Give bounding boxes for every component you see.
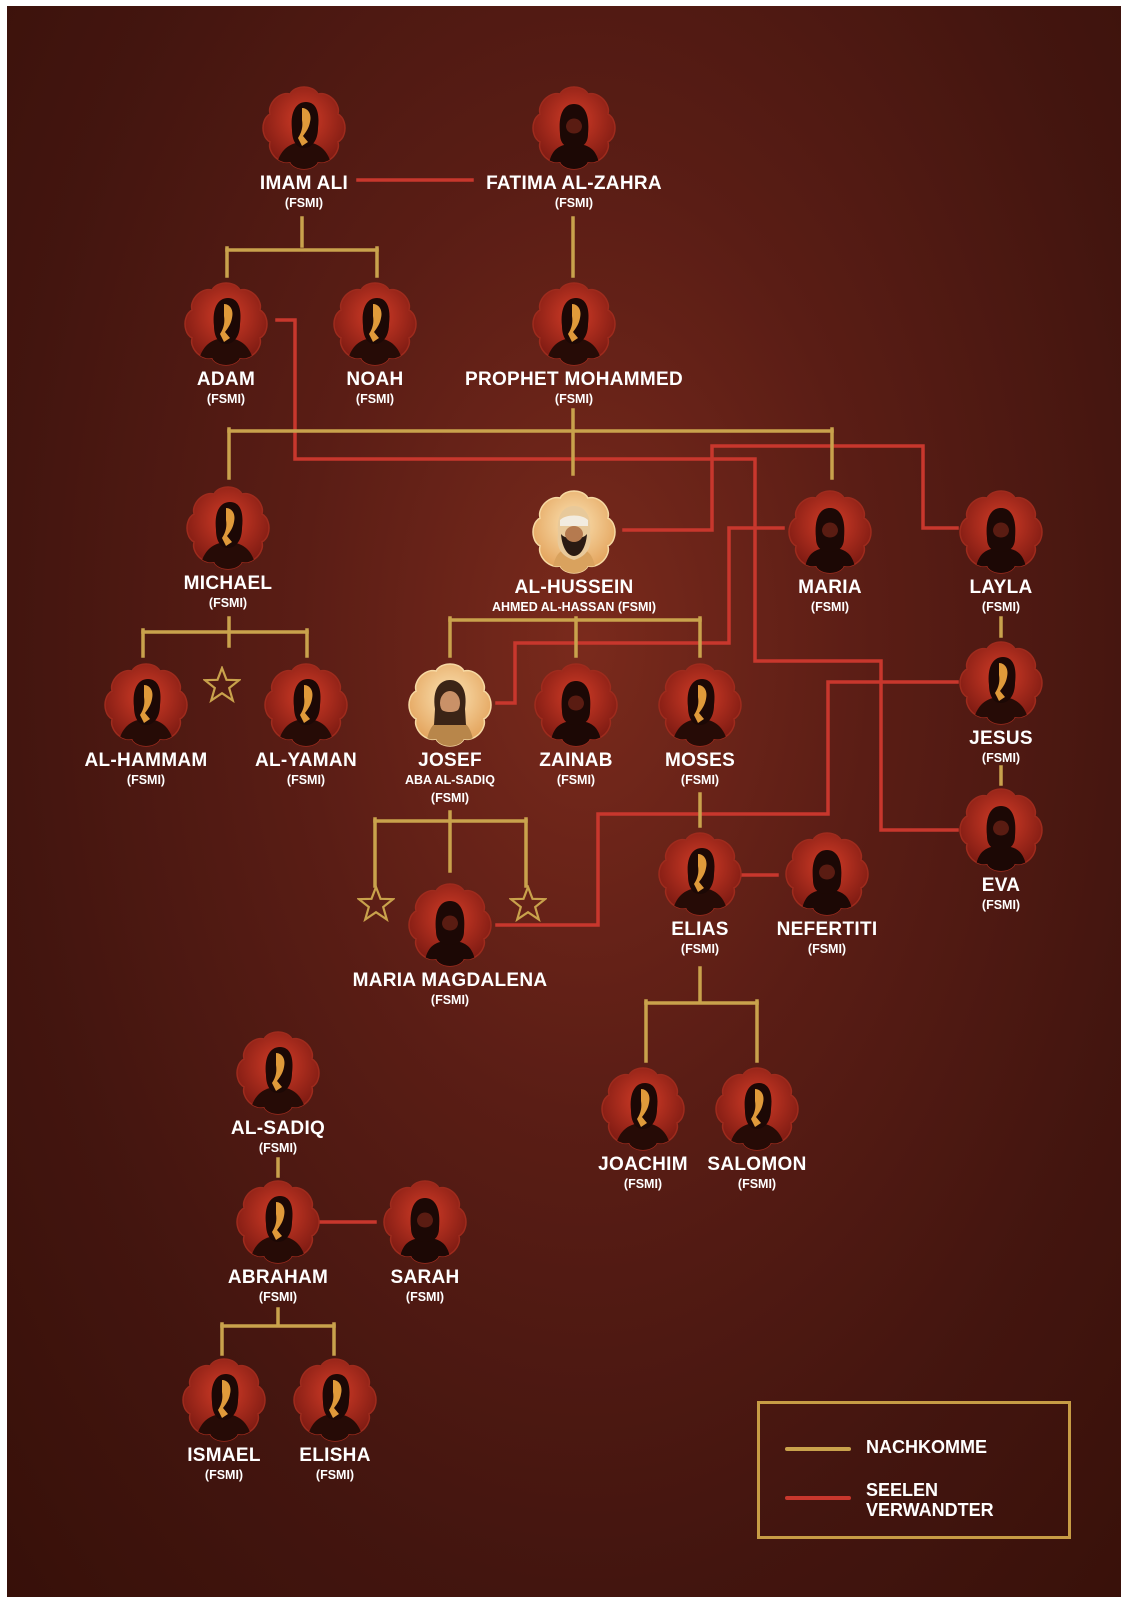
long-haired-man-portrait-icon (408, 663, 492, 747)
person-subtitle: (FSMI) (315, 1468, 355, 1482)
star-icon (509, 885, 547, 923)
person-name: ADAM (196, 369, 256, 390)
female-silhouette-icon (408, 883, 492, 967)
person-subtitle: (FSMI) (810, 600, 850, 614)
legend-soulmate-label-1: SEELEN (866, 1480, 939, 1500)
female-silhouette-icon (785, 832, 869, 916)
person-subtitle: (FSMI) (208, 596, 248, 610)
soulmate-line (622, 444, 959, 532)
legend: NACHKOMME SEELEN VERWANDTER (757, 1401, 1071, 1539)
male-silhouette-icon (601, 1067, 685, 1151)
person-subtitle: (FSMI) (258, 1290, 298, 1304)
person-subtitle: (FSMI) (680, 942, 720, 956)
person-name: LAYLA (969, 577, 1033, 598)
person-name: MOSES (664, 750, 736, 771)
soulmate-line (495, 526, 785, 705)
person-subtitle: (FSMI) (258, 1141, 298, 1155)
person-name: MICHAEL (183, 573, 273, 594)
person-name: AL-HAMMAM (84, 750, 208, 771)
family-tree-canvas: IMAM ALI (FSMI) FATIMA AL-ZAHRA (FSMI) ADAM (… (7, 6, 1121, 1597)
star-icon (357, 885, 395, 923)
male-silhouette-icon (262, 86, 346, 170)
male-silhouette-icon (293, 1358, 377, 1442)
male-silhouette-icon (236, 1180, 320, 1264)
person-subtitle: ABA AL-SADIQ (404, 773, 496, 787)
person-name: JOACHIM (598, 1154, 688, 1175)
male-silhouette-icon (333, 282, 417, 366)
person-name: ELISHA (299, 1445, 371, 1466)
person-subtitle: (FSMI) (430, 791, 470, 805)
person-subtitle: (FSMI) (554, 392, 594, 406)
person-subtitle: (FSMI) (286, 773, 326, 787)
female-silhouette-icon (532, 86, 616, 170)
soulmate-line (495, 680, 959, 927)
person-subtitle: (FSMI) (126, 773, 166, 787)
person-subtitle: (FSMI) (284, 196, 324, 210)
person-subtitle: (FSMI) (430, 993, 470, 1007)
person-name: JOSEF (418, 750, 482, 771)
female-silhouette-icon (383, 1180, 467, 1264)
person-subtitle: (FSMI) (405, 1290, 445, 1304)
male-silhouette-icon (184, 282, 268, 366)
person-name: ZAINAB (539, 750, 613, 771)
female-silhouette-icon (959, 788, 1043, 872)
person-name: JESUS (969, 728, 1033, 749)
person-name: AL-HUSSEIN (514, 577, 634, 598)
legend-descendant-line (785, 1447, 851, 1451)
person-name: SARAH (390, 1267, 460, 1288)
person-subtitle: (FSMI) (556, 773, 596, 787)
person-name: ISMAEL (187, 1445, 261, 1466)
male-silhouette-icon (658, 663, 742, 747)
bearded-man-portrait-icon (532, 490, 616, 574)
male-silhouette-icon (658, 832, 742, 916)
female-silhouette-icon (788, 490, 872, 574)
person-subtitle: (FSMI) (623, 1177, 663, 1191)
person-subtitle: (FSMI) (807, 942, 847, 956)
male-silhouette-icon (715, 1067, 799, 1151)
female-silhouette-icon (959, 490, 1043, 574)
person-subtitle: (FSMI) (554, 196, 594, 210)
person-name: FATIMA AL-ZAHRA (486, 173, 662, 194)
person-name: PROPHET MOHAMMED (464, 369, 684, 390)
person-subtitle: AHMED AL-HASSAN (FSMI) (491, 600, 657, 614)
legend-soulmate-label-2: VERWANDTER (866, 1500, 994, 1520)
male-silhouette-icon (104, 663, 188, 747)
person-subtitle: (FSMI) (981, 751, 1021, 765)
person-subtitle: (FSMI) (981, 898, 1021, 912)
legend-descendant-label: NACHKOMME (866, 1437, 987, 1457)
person-subtitle: (FSMI) (206, 392, 246, 406)
male-silhouette-icon (264, 663, 348, 747)
soulmate-line (275, 318, 959, 832)
person-name: MARIA (798, 577, 862, 598)
person-name: ELIAS (671, 919, 729, 940)
female-silhouette-icon (534, 663, 618, 747)
male-silhouette-icon (959, 641, 1043, 725)
person-name: MARIA MAGDALENA (352, 970, 548, 991)
male-silhouette-icon (532, 282, 616, 366)
person-subtitle: (FSMI) (680, 773, 720, 787)
male-silhouette-icon (186, 486, 270, 570)
connection-lines (141, 178, 1003, 1356)
person-subtitle: (FSMI) (355, 392, 395, 406)
person-subtitle: (FSMI) (981, 600, 1021, 614)
person-name: NOAH (346, 369, 404, 390)
person-name: AL-YAMAN (255, 750, 357, 771)
person-name: IMAM ALI (259, 173, 349, 194)
person-name: SALOMON (707, 1154, 807, 1175)
male-silhouette-icon (236, 1031, 320, 1115)
person-subtitle: (FSMI) (204, 1468, 244, 1482)
star-icon (203, 666, 241, 704)
person-name: EVA (981, 875, 1021, 896)
male-silhouette-icon (182, 1358, 266, 1442)
person-name: AL-SADIQ (230, 1118, 326, 1139)
person-name: NEFERTITI (776, 919, 878, 940)
person-subtitle: (FSMI) (737, 1177, 777, 1191)
legend-soulmate-line (785, 1496, 851, 1500)
person-name: ABRAHAM (227, 1267, 329, 1288)
